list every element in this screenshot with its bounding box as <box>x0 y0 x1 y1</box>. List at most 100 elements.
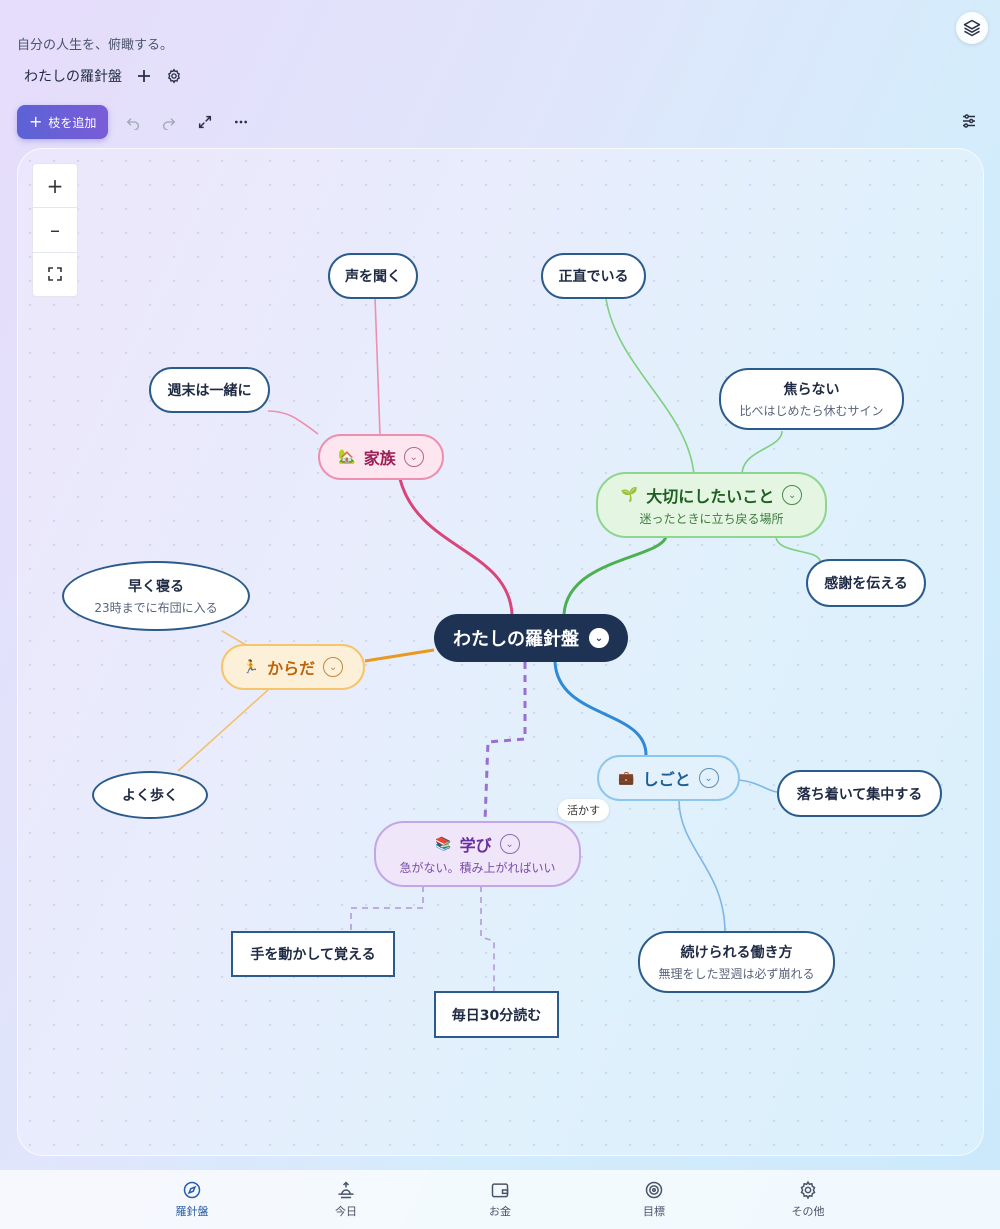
edge-no-rush <box>741 430 783 476</box>
nav-compass[interactable]: 羅針盤 <box>115 1170 269 1229</box>
leaf-sustain-sub: 無理をした翌週は必ず崩れる <box>658 967 815 981</box>
edge-body <box>364 648 435 663</box>
layers-button[interactable] <box>956 12 988 44</box>
chevron-down-icon[interactable]: ⌄ <box>499 834 520 854</box>
leaf-sleep-label: 早く寝る <box>128 579 184 595</box>
leaf-weekend-label: 週末は一緒に <box>167 383 252 399</box>
undo-icon <box>127 118 140 130</box>
mindmap-edges <box>177 296 821 991</box>
leaf-sleep[interactable]: 早く寝る 23時までに布団に入る <box>62 561 250 631</box>
fit-view-button[interactable] <box>33 253 77 296</box>
runner-icon: 🏃 <box>242 659 260 675</box>
nav-money-label: お金 <box>489 1205 511 1218</box>
nav-goals[interactable]: 目標 <box>577 1170 731 1229</box>
add-branch-label: 枝を追加 <box>48 115 97 130</box>
nav-today[interactable]: 今日 <box>269 1170 423 1229</box>
leaf-walk-label: よく歩く <box>122 788 178 804</box>
leaf-gratitude[interactable]: 感謝を伝える <box>806 559 926 607</box>
leaf-read-label: 毎日30分読む <box>451 1007 542 1024</box>
leaf-no-rush-label: 焦らない <box>783 382 840 398</box>
leaf-no-rush[interactable]: 焦らない 比べはじめたら休むサイン <box>719 368 904 430</box>
leaf-gratitude-label: 感謝を伝える <box>824 576 908 592</box>
expand-icon <box>199 115 212 129</box>
chevron-down-icon[interactable]: ⌄ <box>403 447 424 467</box>
nav-goals-label: 目標 <box>643 1205 665 1218</box>
branch-work-label: しごと <box>642 770 691 789</box>
edge-sleep <box>221 630 247 646</box>
plus-icon <box>138 70 150 82</box>
plus-icon: + <box>29 112 43 131</box>
zoom-out-button[interactable]: – <box>33 208 77 253</box>
nav-other[interactable]: その他 <box>731 1170 885 1229</box>
add-map-button[interactable] <box>136 68 152 84</box>
edge-sustain <box>678 800 726 932</box>
leaf-honest-label: 正直でいる <box>558 269 629 285</box>
edge-focus <box>738 779 778 793</box>
edge-weekend <box>267 410 319 435</box>
redo-button[interactable] <box>158 111 180 133</box>
nav-money[interactable]: お金 <box>423 1170 577 1229</box>
edge-values <box>562 536 668 615</box>
leaf-listen-label: 声を聞く <box>345 269 401 285</box>
nav-compass-label: 羅針盤 <box>175 1205 209 1218</box>
leaf-focus[interactable]: 落ち着いて集中する <box>777 770 942 817</box>
branch-learning-label: 学び <box>459 836 492 855</box>
undo-button[interactable] <box>122 111 144 133</box>
leaf-sustain[interactable]: 続けられる働き方 無理をした翌週は必ず崩れる <box>638 931 835 993</box>
gear-icon <box>167 68 181 84</box>
layers-icon <box>963 19 981 37</box>
sliders-icon <box>963 114 975 128</box>
edge-family <box>398 478 514 615</box>
leaf-hands-on[interactable]: 手を動かして覚える <box>231 931 395 977</box>
leaf-walk[interactable]: よく歩く <box>92 771 208 819</box>
leaf-sustain-label: 続けられる働き方 <box>680 945 793 961</box>
branch-work[interactable]: 💼 しごと ⌄ <box>597 755 740 801</box>
branch-values-sub: 迷ったときに立ち戻る場所 <box>639 512 784 526</box>
map-settings-button[interactable] <box>166 68 182 84</box>
leaf-honest[interactable]: 正直でいる <box>541 253 646 299</box>
branch-body-label: からだ <box>267 659 316 678</box>
center-node[interactable]: わたしの羅針盤 ⌄ <box>434 614 628 662</box>
chevron-down-icon[interactable]: ⌄ <box>782 485 803 505</box>
wallet-icon <box>491 1183 509 1198</box>
leaf-listen[interactable]: 声を聞く <box>328 253 418 299</box>
leaf-read[interactable]: 毎日30分読む <box>434 991 559 1038</box>
edge-hands-on <box>350 886 424 931</box>
target-icon <box>645 1181 663 1199</box>
branch-values-label: 大切にしたいこと <box>646 487 775 506</box>
leaf-focus-label: 落ち着いて集中する <box>796 786 923 803</box>
filter-button[interactable] <box>960 112 978 130</box>
more-button[interactable] <box>230 111 252 133</box>
redo-icon <box>163 118 176 130</box>
edge-honest <box>605 298 695 476</box>
leaf-weekend[interactable]: 週末は一緒に <box>149 367 270 413</box>
sunrise-icon <box>338 1181 354 1199</box>
center-node-label: わたしの羅針盤 <box>453 629 579 650</box>
link-label: 活かす <box>558 799 609 821</box>
mindmap-canvas[interactable]: + – わたしの羅針盤 ⌄ 🏡 家族 ⌄ 声を聞く 週末は一緒に 🌱 大切にした… <box>17 148 984 1156</box>
branch-family[interactable]: 🏡 家族 ⌄ <box>318 434 444 480</box>
branch-body[interactable]: 🏃 からだ ⌄ <box>221 644 365 690</box>
edge-work <box>553 661 648 756</box>
sprout-icon: 🌱 <box>620 487 639 503</box>
branch-values[interactable]: 🌱 大切にしたいこと ⌄ 迷ったときに立ち戻る場所 <box>596 472 827 538</box>
map-tab-title[interactable]: わたしの羅針盤 <box>24 69 122 85</box>
branch-learning[interactable]: 📚 学び ⌄ 急がない。積み上がればいい <box>374 821 581 887</box>
toolbar: + 枝を追加 <box>17 105 252 139</box>
chevron-down-icon[interactable]: ⌄ <box>323 657 344 677</box>
leaf-hands-on-label: 手を動かして覚える <box>250 947 376 963</box>
add-branch-button[interactable]: + 枝を追加 <box>17 105 109 139</box>
chevron-down-icon[interactable]: ⌄ <box>698 768 719 788</box>
leaf-sleep-sub: 23時までに布団に入る <box>94 601 218 615</box>
edge-listen <box>374 296 381 436</box>
edge-learning <box>483 662 527 822</box>
gear-icon <box>800 1180 816 1200</box>
zoom-in-button[interactable]: + <box>33 164 77 209</box>
bottom-nav: 羅針盤 今日 お金 目標 その他 <box>0 1170 1000 1229</box>
page-subtitle: 自分の人生を、俯瞰する。 <box>17 38 174 53</box>
chevron-down-icon[interactable]: ⌄ <box>589 628 609 648</box>
branch-learning-sub: 急がない。積み上がればいい <box>399 861 556 875</box>
edge-walk <box>177 689 269 772</box>
fullscreen-button[interactable] <box>194 111 216 133</box>
books-icon: 📚 <box>435 836 452 852</box>
